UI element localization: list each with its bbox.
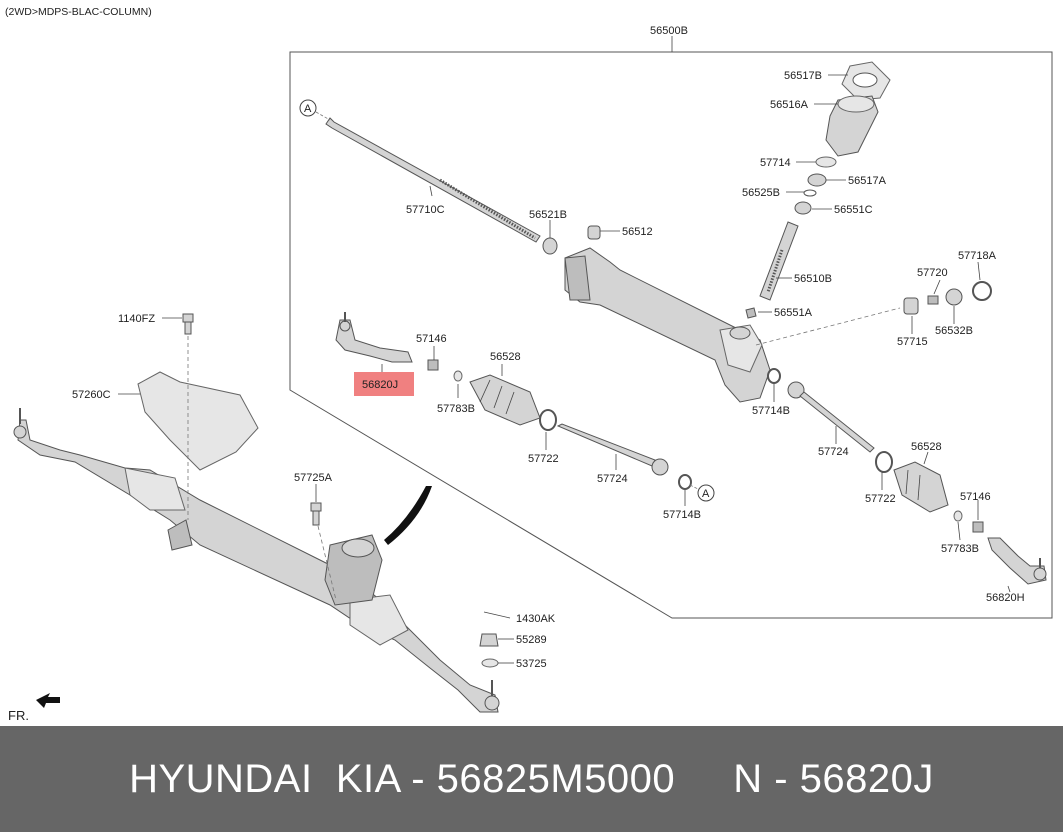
config-header: (2WD>MDPS-BLAC-COLUMN) xyxy=(5,6,152,18)
boot-56516a[interactable] xyxy=(825,95,879,157)
washer-57714b-mid[interactable] xyxy=(767,368,781,384)
inner-tie-rod-57724-left[interactable] xyxy=(556,423,669,476)
nut-57783b-right[interactable] xyxy=(953,510,963,522)
label-56551c[interactable]: 56551C xyxy=(834,204,873,216)
plug-56532b[interactable] xyxy=(945,288,963,306)
bearing-56551c[interactable] xyxy=(794,201,812,215)
locknut-57718a[interactable] xyxy=(972,281,992,301)
label-1430ak[interactable]: 1430AK xyxy=(516,613,556,625)
bolt-57725a[interactable] xyxy=(310,502,322,526)
bushing-56521b[interactable] xyxy=(542,237,558,255)
nut-57146-left[interactable] xyxy=(427,359,439,371)
label-57260c[interactable]: 57260C xyxy=(72,389,111,401)
tie-rod-end-56820h[interactable] xyxy=(987,537,1047,585)
label-57783b-left[interactable]: 57783B xyxy=(437,403,475,415)
label-56521b[interactable]: 56521B xyxy=(529,209,567,221)
boot-56528-left[interactable] xyxy=(469,374,541,426)
nut-57783b-left[interactable] xyxy=(453,370,463,382)
label-57715[interactable]: 57715 xyxy=(897,336,928,348)
callout-arrow xyxy=(384,486,432,545)
label-53725[interactable]: 53725 xyxy=(516,658,547,670)
pinion-shaft[interactable] xyxy=(759,221,799,301)
label-57783b-right[interactable]: 57783B xyxy=(941,543,979,555)
ring-56525b[interactable] xyxy=(803,189,817,197)
part-1430ak[interactable] xyxy=(483,611,511,619)
label-57724-right[interactable]: 57724 xyxy=(818,446,849,458)
label-56528-left[interactable]: 56528 xyxy=(490,351,521,363)
label-57725a[interactable]: 57725A xyxy=(294,472,333,484)
ref-a-top-leader xyxy=(315,111,331,121)
label-56517b[interactable]: 56517B xyxy=(784,70,822,82)
label-56820j[interactable]: 56820J xyxy=(362,379,398,391)
boot-56528-right[interactable] xyxy=(893,461,949,513)
footer-banner: HYUNDAI KIA - 56825M5000 N - 56820J xyxy=(0,726,1063,832)
label-57722-left[interactable]: 57722 xyxy=(528,453,559,465)
highlight-56820j xyxy=(354,372,414,396)
ref-a-top: A xyxy=(304,103,312,115)
bolt-1140fz[interactable] xyxy=(182,313,194,335)
yoke-axis xyxy=(755,307,901,346)
seal-57714[interactable] xyxy=(815,156,837,168)
label-56517a[interactable]: 56517A xyxy=(848,175,887,187)
yoke-57715[interactable] xyxy=(903,297,919,315)
label-57714b-mid[interactable]: 57714B xyxy=(752,405,790,417)
label-56532b[interactable]: 56532B xyxy=(935,325,973,337)
label-1140fz[interactable]: 1140FZ xyxy=(118,313,155,325)
ref-a-circle-bottom xyxy=(697,484,715,502)
label-56512[interactable]: 56512 xyxy=(622,226,653,238)
assembled-steering-gear[interactable] xyxy=(13,408,500,713)
ref-a-bottom-leader xyxy=(689,484,699,490)
dust-cover-56517b[interactable] xyxy=(841,61,891,101)
label-56516a[interactable]: 56516A xyxy=(770,99,809,111)
part-56512[interactable] xyxy=(587,225,601,240)
front-label: FR. xyxy=(8,708,29,723)
inner-tie-rod-57724-right[interactable] xyxy=(787,381,875,453)
ref-a-circle-top xyxy=(299,99,317,117)
assembly-label: 56500B xyxy=(650,25,688,37)
nut-55289[interactable] xyxy=(479,633,499,647)
assembly-outline xyxy=(289,51,1053,619)
label-57146-right[interactable]: 57146 xyxy=(960,491,991,503)
label-57714-top[interactable]: 57714 xyxy=(760,157,791,169)
nut-56551a[interactable] xyxy=(745,307,757,319)
label-56820h[interactable]: 56820H xyxy=(986,592,1025,604)
label-56525b[interactable]: 56525B xyxy=(742,187,780,199)
washer-53725[interactable] xyxy=(481,658,499,668)
label-56528-right[interactable]: 56528 xyxy=(911,441,942,453)
label-57722-right[interactable]: 57722 xyxy=(865,493,896,505)
label-57718a[interactable]: 57718A xyxy=(958,250,997,262)
front-arrow-icon xyxy=(36,693,60,708)
gear-housing[interactable] xyxy=(564,247,771,403)
heat-shield-57260c[interactable] xyxy=(137,371,259,471)
clamp-57722-right[interactable] xyxy=(875,451,893,473)
label-56551a[interactable]: 56551A xyxy=(774,307,813,319)
bolt-axis-57725a xyxy=(317,525,337,601)
label-57720[interactable]: 57720 xyxy=(917,267,948,279)
footer-part-numbers: HYUNDAI KIA - 56825M5000 N - 56820J xyxy=(129,756,934,801)
label-57710c[interactable]: 57710C xyxy=(406,204,445,216)
label-57724-left[interactable]: 57724 xyxy=(597,473,628,485)
parts-diagram: (2WD>MDPS-BLAC-COLUMN) 56500B xyxy=(5,6,1053,723)
label-56510b[interactable]: 56510B xyxy=(794,273,832,285)
label-57146-left[interactable]: 57146 xyxy=(416,333,447,345)
rack-bar[interactable] xyxy=(325,117,541,243)
nut-57146-right[interactable] xyxy=(972,521,984,533)
bearing-56517a[interactable] xyxy=(807,173,827,187)
leader-lines xyxy=(118,74,1011,664)
washer-57714b-left[interactable] xyxy=(678,474,692,490)
label-55289[interactable]: 55289 xyxy=(516,634,547,646)
ref-a-bottom: A xyxy=(702,488,710,500)
spring-57720[interactable] xyxy=(927,295,939,305)
tie-rod-end-56820j[interactable] xyxy=(335,312,413,363)
label-57714b-left[interactable]: 57714B xyxy=(663,509,701,521)
clamp-57722-left[interactable] xyxy=(539,409,557,431)
